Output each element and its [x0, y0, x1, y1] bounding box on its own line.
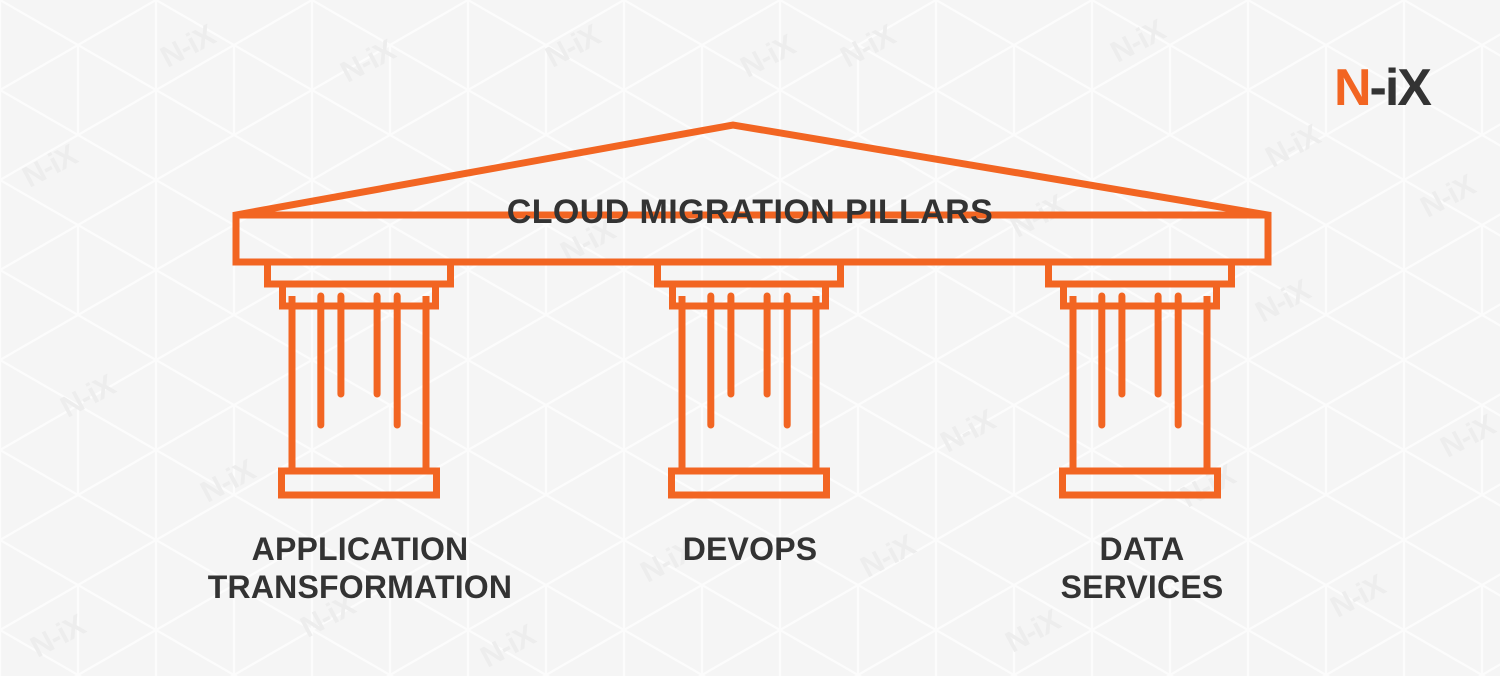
nix-logo: N-iX — [1333, 59, 1432, 117]
pillar-base — [278, 467, 440, 499]
page-title: CLOUD MIGRATION PILLARS — [506, 193, 994, 231]
pillar-data-services — [1045, 258, 1235, 499]
pillar-base — [668, 467, 830, 499]
logo-ix-mark: -iX — [1369, 59, 1432, 117]
pillar-echinus — [1060, 280, 1220, 310]
pillar-label-data-services: DATA SERVICES — [872, 531, 1412, 607]
pillar-label-line: TRANSFORMATION — [207, 568, 513, 605]
pillar-label-line: SERVICES — [1060, 568, 1224, 605]
pillar-devops — [654, 258, 844, 499]
pillar-echinus — [669, 280, 829, 310]
pillar-echinus — [279, 280, 439, 310]
pillar-label-line: DATA — [1099, 531, 1185, 567]
pillar-base — [1059, 467, 1221, 499]
pillar-application-transformation — [264, 258, 454, 499]
logo-n-mark: N — [1333, 59, 1372, 117]
